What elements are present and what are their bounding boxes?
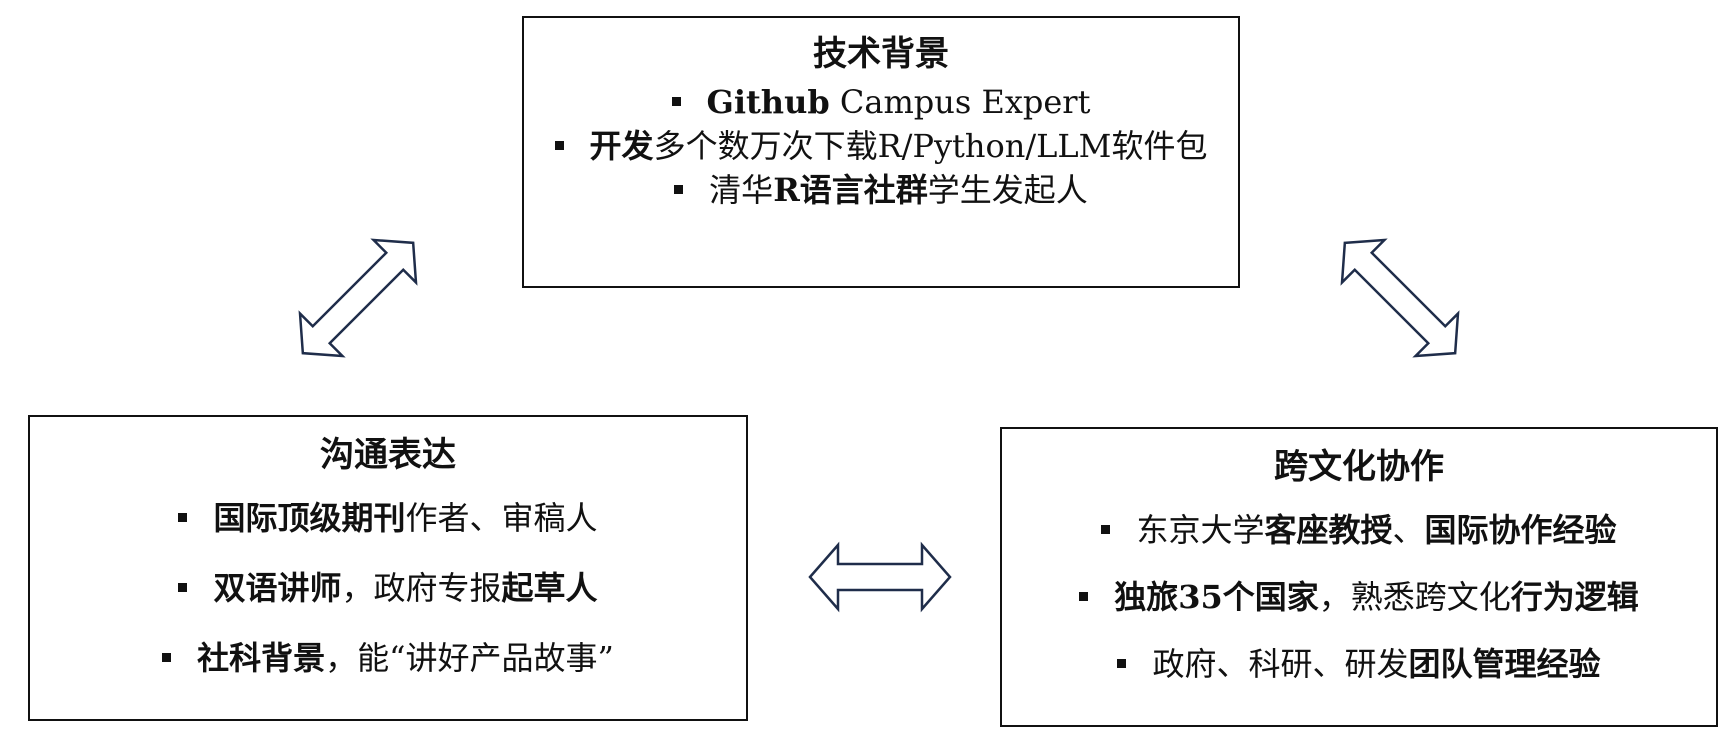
tech-background-title: 技术背景: [813, 34, 949, 74]
list-item-text: 东京大学: [1136, 511, 1265, 549]
list-item-text: 政府、科研、研发: [1152, 645, 1409, 683]
double-arrow-icon-tech-culture: [1340, 238, 1460, 358]
list-item: 国际顶级期刊作者、审稿人: [30, 495, 746, 541]
bullet-icon: [1117, 659, 1127, 668]
list-item-bold: 客座教授: [1264, 511, 1393, 549]
list-item-text: ，熟悉跨文化: [1318, 578, 1511, 616]
list-item: 政府、科研、研发团队管理经验: [1002, 641, 1716, 687]
cross-culture-list: 东京大学客座教授、国际协作经验 独旅35个国家，熟悉跨文化行为逻辑 政府、科研、…: [1002, 507, 1716, 687]
list-item: 东京大学客座教授、国际协作经验: [1002, 507, 1716, 553]
list-item: Github Campus Expert: [524, 80, 1238, 124]
bullet-icon: [1101, 525, 1111, 534]
list-item: 社科背景，能“讲好产品故事”: [30, 635, 746, 681]
list-item-bold: 国际协作经验: [1424, 511, 1617, 549]
bullet-icon: [162, 653, 172, 662]
list-item-bold: 团队管理经验: [1408, 645, 1601, 683]
list-item-bold: 独旅35个国家: [1114, 578, 1319, 616]
list-item-text: 作者、审稿人: [405, 499, 598, 537]
list-item-text: ，能“讲好产品故事”: [325, 639, 614, 677]
bullet-icon: [671, 97, 681, 106]
list-item: 双语讲师，政府专报起草人: [30, 565, 746, 611]
bullet-icon: [178, 583, 188, 592]
list-item-bold: 社科背景: [197, 639, 326, 677]
bullet-icon: [178, 513, 188, 522]
double-arrow-icon-comm-culture: [808, 541, 952, 613]
list-item-text: 学生发起人: [927, 171, 1088, 209]
cross-culture-title: 跨文化协作: [1274, 447, 1444, 487]
list-item-bold: 国际顶级期刊: [213, 499, 406, 537]
tech-background-list: Github Campus Expert 开发多个数万次下载R/Python/L…: [524, 80, 1238, 212]
list-item-text: Campus Expert: [829, 83, 1091, 121]
list-item-text: 多个数万次下载R/Python/LLM软件包: [653, 127, 1208, 165]
tech-background-box: 技术背景 Github Campus Expert 开发多个数万次下载R/Pyt…: [522, 16, 1240, 288]
list-item-bold: Github: [706, 83, 830, 121]
list-item-bold: 开发: [589, 127, 654, 165]
bullet-icon: [1079, 592, 1089, 601]
cross-culture-box: 跨文化协作 东京大学客座教授、国际协作经验 独旅35个国家，熟悉跨文化行为逻辑 …: [1000, 427, 1718, 727]
double-arrow-icon-tech-comm: [298, 238, 418, 358]
list-item-bold: 双语讲师: [213, 569, 342, 607]
list-item: 清华R语言社群学生发起人: [524, 168, 1238, 212]
communication-list: 国际顶级期刊作者、审稿人 双语讲师，政府专报起草人 社科背景，能“讲好产品故事”: [30, 495, 746, 681]
list-item-bold: 行为逻辑: [1510, 578, 1639, 616]
bullet-icon: [674, 185, 684, 194]
communication-title: 沟通表达: [320, 435, 456, 475]
list-item-text: 、: [1392, 511, 1425, 549]
list-item-bold: 起草人: [501, 569, 598, 607]
list-item: 开发多个数万次下载R/Python/LLM软件包: [524, 124, 1238, 168]
list-item-text: ，政府专报: [341, 569, 502, 607]
list-item-bold: R语言社群: [773, 171, 928, 209]
bullet-icon: [554, 141, 564, 150]
list-item: 独旅35个国家，熟悉跨文化行为逻辑: [1002, 574, 1716, 620]
communication-box: 沟通表达 国际顶级期刊作者、审稿人 双语讲师，政府专报起草人 社科背景，能“讲好…: [28, 415, 748, 721]
list-item-text: 清华: [709, 171, 774, 209]
